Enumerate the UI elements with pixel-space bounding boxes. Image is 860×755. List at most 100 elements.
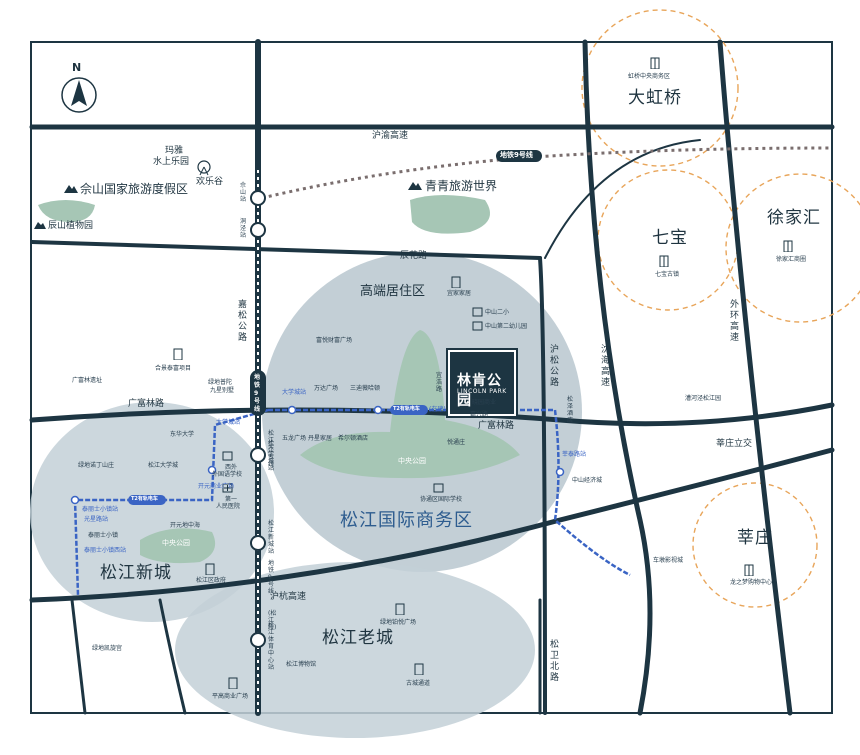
label-metro-9-vertical: 地铁9号线: [254, 374, 261, 413]
tram-stop-5: [70, 495, 80, 505]
tram-line: [268, 408, 631, 577]
road-hukun: [29, 447, 835, 603]
poi-fuyue: 富悦财富广场: [316, 337, 353, 344]
poi-kaiyuan: 开元地中海: [170, 522, 201, 529]
project-name: 林肯公园: [457, 373, 502, 409]
label-road-chenhua: 辰花路: [400, 251, 428, 261]
poi-gucheng: 古城通道: [406, 680, 431, 687]
road-waihuan: [717, 39, 793, 716]
label-old-city: 松江老城: [322, 628, 394, 648]
building-icon: [650, 57, 660, 69]
building-icon: [744, 564, 754, 576]
label-road-husong: 沪松公路: [550, 345, 560, 388]
building-icon: [451, 276, 461, 288]
poi-hospital-2: 人民医院: [216, 503, 241, 510]
mountain-icon: [34, 222, 46, 229]
poi-tram-station-7: 光星路站: [84, 516, 109, 523]
poi-zhongshan-dongcheng: 中山经济城: [572, 477, 603, 484]
metro-9-vertical-pill: [250, 370, 266, 416]
label-tram-main-sub: (在建): [429, 406, 446, 413]
label-cbd: 松江国际商务区: [340, 510, 473, 531]
poi-metro-dongjing: 洞泾站: [240, 218, 247, 239]
park-new-city: [140, 528, 216, 564]
poi-hedu: 合景泰富项目: [155, 365, 192, 372]
poi-qiwen: 车墩影视城: [653, 557, 684, 564]
station-univ: [250, 447, 266, 463]
poi-lvdi-palace: 绿地凯旋宫: [92, 645, 123, 652]
label-chenshan: 辰山植物园: [48, 221, 94, 231]
poi-metro-xincheng: 松江新城站: [268, 520, 275, 555]
poi-xiaoyun: 晓园商业: [472, 399, 497, 406]
ring-xinzhuang: [692, 482, 818, 608]
label-hongqiao: 大虹桥: [628, 88, 682, 108]
poi-gongren: 宜浩路: [436, 372, 443, 393]
poi-pingguo: 平高商业广场: [212, 693, 249, 700]
label-new-city: 松江新城: [100, 563, 172, 583]
compass-arrow-icon: [61, 77, 97, 113]
poi-xinzhuang-center: 龙之梦购物中心: [730, 579, 773, 586]
tram-line-west: [73, 408, 269, 596]
label-road-guangfulin-e: 广富林路: [478, 421, 515, 431]
school-icon: [472, 307, 483, 317]
label-road-jiasong: 嘉松公路: [238, 300, 248, 343]
poi-zhongshan-kinder: 中山第二幼儿园: [485, 323, 528, 330]
road-chenhua: [30, 240, 542, 260]
label-maya-2: 水上乐园: [153, 157, 190, 167]
poi-songze: 松泽酒店: [567, 396, 574, 424]
road-shenhai: [582, 39, 653, 716]
label-xujiahui: 徐家汇: [767, 208, 821, 228]
label-sheshan: 佘山国家旅游度假区: [80, 182, 189, 196]
station-sheshan: [250, 190, 266, 206]
tram-pill-main: [390, 405, 428, 415]
poi-tram-station-6: 泰丽士小镇西站: [84, 547, 127, 554]
mountain-icon: [64, 185, 78, 193]
label-tram-new: T2有轨电车: [131, 496, 158, 502]
label-road-guangfulin-w: 广富林路: [128, 399, 165, 409]
poi-tram-station-5: 泰丽士小镇站: [82, 506, 119, 513]
poi-dingxin: 丹星家居: [308, 435, 333, 442]
ring-hongqiao: [581, 9, 739, 167]
road-ring-top: [544, 139, 701, 259]
poi-yuehui: 悦通庄: [447, 439, 466, 446]
school-icon: [222, 451, 233, 461]
poi-lvdi: 绿地普陀: [208, 379, 233, 386]
building-icon: [414, 663, 424, 675]
poi-songjiang-museum: 松江博物馆: [286, 661, 317, 668]
label-road-huyu: 沪渝高速: [372, 131, 409, 141]
poi-songjiang-school: 协通区国际学校: [420, 496, 463, 503]
poi-xinghai: 希尔顿酒店: [338, 435, 369, 442]
label-road-songwei: 松卫北路: [550, 640, 560, 683]
poi-metro-univ: 松江大学城站: [268, 430, 275, 472]
project-marker[interactable]: 林肯公园 LINCOLN PARK: [446, 348, 518, 418]
poi-wuhai: 五龙广场: [282, 435, 307, 442]
label-xinzhuang-flyover: 莘庄立交: [716, 439, 753, 449]
poi-hongqiao-cbd: 虹桥中央商务区: [628, 73, 671, 80]
mountain-icon: [408, 182, 422, 190]
poi-songwang-plaza: 绿地铂悦广场: [380, 619, 417, 626]
poi-yijia: 宜家家居: [447, 290, 472, 297]
label-road-waihuan: 外环高速: [730, 300, 740, 343]
station-dongjing: [250, 222, 266, 238]
station-tiyu: [250, 632, 266, 648]
poi-guangfulin-ruins: 广富林遗址: [72, 377, 103, 384]
label-qingqing: 青青旅游世界: [425, 179, 498, 193]
poi-metro-tiyu: 松江体育中心站: [268, 622, 275, 671]
compass: N: [58, 62, 100, 122]
school-icon: [433, 483, 444, 493]
ferris-wheel-icon: [197, 160, 211, 176]
poi-songda: 松江大学城: [148, 462, 179, 469]
label-new-city-park: 中央公园: [162, 539, 190, 547]
label-metro-9: 地铁9号线: [500, 151, 533, 159]
label-huanlegu: 欢乐谷: [196, 177, 224, 187]
poi-metro-9-vertical: 地铁9号线: [268, 560, 275, 595]
label-road-shenhai: 沈海高速: [601, 345, 611, 388]
building-icon: [659, 255, 669, 267]
zone-old-city: [175, 562, 535, 738]
poi-tram-station-2: 大学城站: [216, 419, 241, 426]
poi-taili: 泰丽士小镇: [88, 532, 119, 539]
tram-stop-4: [207, 465, 217, 475]
park-qingqing: [410, 195, 490, 234]
project-name-en: LINCOLN PARK: [457, 388, 507, 395]
building-icon: [173, 348, 183, 360]
label-road-hukun: 沪杭高速: [270, 592, 307, 602]
